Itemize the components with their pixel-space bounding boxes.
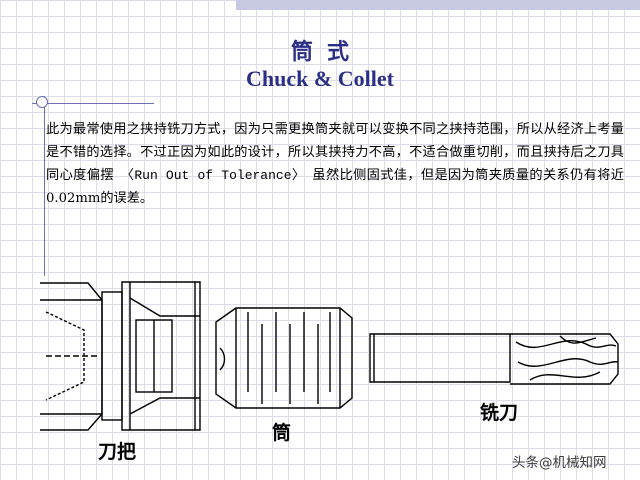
label-collet: 筒: [272, 422, 292, 444]
decorative-horizontal-rule: [32, 103, 154, 104]
tool-holder-drawing: [40, 281, 201, 431]
chuck-collet-diagram: [40, 281, 619, 431]
label-milling-cutter: 铣刀: [480, 402, 519, 424]
end-mill-drawing: [369, 333, 619, 385]
collet-drawing: [215, 307, 353, 409]
top-accent-bar: [236, 0, 640, 10]
description-part-2: 〉 虽然比侧固式佳，但是因为筒夹质量的关系仍有将近0.02mm的误差。: [46, 168, 624, 206]
title-english: Chuck & Collet: [246, 66, 394, 91]
title-chinese: 筒式: [290, 39, 363, 65]
watermark: 头条@机械知网: [512, 455, 607, 471]
description-part-1: 此为最常使用之挟持铣刀方式，因为只需更换筒夹就可以变换不同之挟持范围，所以从经济…: [46, 122, 624, 183]
decorative-circle-icon: [36, 96, 48, 108]
label-tool-holder: 刀把: [98, 441, 137, 463]
decorative-vertical-rule: [44, 96, 45, 276]
description-english-term: Run Out of Tolerance: [134, 168, 292, 183]
description-paragraph: 此为最常使用之挟持铣刀方式，因为只需更换筒夹就可以变换不同之挟持范围，所以从经济…: [46, 118, 624, 210]
